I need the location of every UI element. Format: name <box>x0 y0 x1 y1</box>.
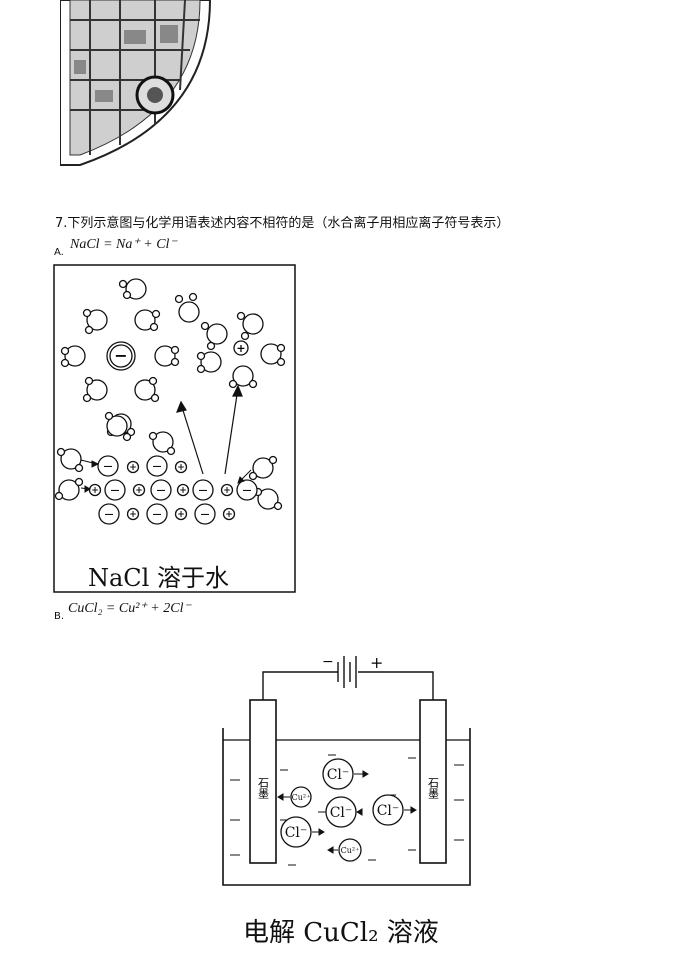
nacl-caption: NaCl 溶于水 <box>88 564 229 592</box>
nacl-figure-svg: − + <box>53 264 296 593</box>
right-electrode-label: 石墨 <box>427 777 440 799</box>
svg-text:—: — <box>243 486 252 496</box>
svg-text:+: + <box>179 486 187 496</box>
left-electrode-label: 石墨 <box>257 777 270 799</box>
sodium-plus-sign: + <box>236 342 245 355</box>
svg-text:+: + <box>223 486 231 496</box>
svg-text:—: — <box>153 510 162 520</box>
cl-ion-label: Cl⁻ <box>377 803 400 819</box>
cl-ion-label: Cl⁻ <box>330 805 353 821</box>
svg-text:—: — <box>105 510 114 520</box>
option-b-formula: CuCl₂ = Cu²⁺ + 2Cl⁻ <box>68 601 191 616</box>
cl-ion-label: Cl⁻ <box>285 825 308 841</box>
svg-text:—: — <box>111 486 120 496</box>
cu-ion-label: Cu²⁺ <box>292 793 311 802</box>
svg-text:—: — <box>153 462 162 472</box>
svg-text:+: + <box>129 510 137 520</box>
svg-text:+: + <box>177 463 185 473</box>
chloride-minus-sign: − <box>114 346 127 365</box>
option-a-letter: A. <box>54 247 64 258</box>
svg-text:+: + <box>225 510 233 520</box>
option-b-letter: B. <box>54 611 65 622</box>
svg-text:+: + <box>177 510 185 520</box>
electrolysis-figure: − + 石墨 石墨 Cl⁻ Cl⁻ C <box>218 650 478 900</box>
battery-plus-label: + <box>370 653 383 672</box>
cu-ion-label: Cu²⁺ <box>341 846 360 855</box>
hydrated-sodium-ion <box>233 340 249 356</box>
decorative-engraving-image <box>59 0 220 170</box>
svg-text:—: — <box>201 510 210 520</box>
svg-text:—: — <box>157 486 166 496</box>
svg-text:—: — <box>199 486 208 496</box>
svg-text:+: + <box>91 486 99 496</box>
battery-minus-label: − <box>322 654 334 670</box>
svg-text:+: + <box>129 463 137 473</box>
electrolysis-caption: 电解 CuCl₂ 溶液 <box>243 918 439 948</box>
cl-ion-label: Cl⁻ <box>327 767 350 783</box>
nacl-dissolution-figure: − + <box>53 264 297 594</box>
option-a-formula: NaCl = Na⁺ + Cl⁻ <box>70 237 177 252</box>
question-text: 7.下列示意图与化学用语表述内容不相符的是（水合离子用相应离子符号表示） <box>55 216 510 231</box>
hydrated-chloride-ion <box>109 344 133 368</box>
svg-text:—: — <box>104 462 113 472</box>
electrolysis-svg: − + 石墨 石墨 Cl⁻ Cl⁻ C <box>222 653 471 886</box>
svg-text:+: + <box>135 486 143 496</box>
